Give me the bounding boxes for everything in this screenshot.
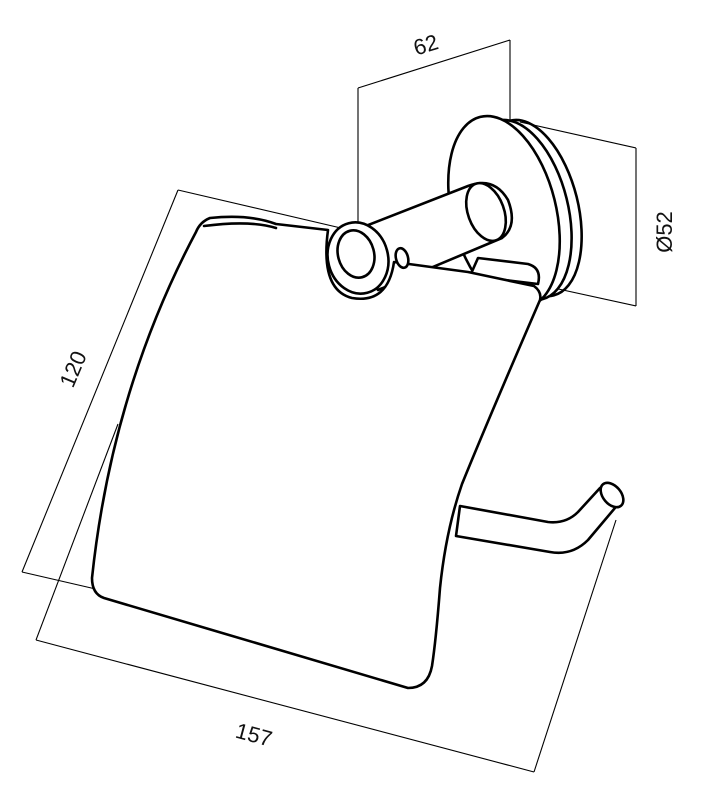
dimension-height: 120	[21, 189, 359, 591]
cover-flap	[90, 215, 542, 690]
width-label: 157	[233, 718, 275, 752]
paper-arm-end-cap	[599, 481, 625, 509]
width-extension-line-right	[533, 519, 617, 773]
arm-knuckle	[326, 221, 390, 295]
depth-label: 62	[410, 29, 441, 60]
depth-dimension-line	[357, 39, 511, 89]
height-extension-line-bottom	[21, 571, 101, 591]
height-dimension-line	[21, 189, 179, 573]
rosette-diameter-label: Ø52	[652, 211, 677, 253]
height-label: 120	[54, 347, 91, 391]
width-dimension-line	[35, 639, 535, 773]
cover-top-edge	[202, 222, 278, 230]
height-extension-line-top	[177, 189, 359, 233]
paper-arm	[454, 481, 625, 555]
rosette-extension-line-top	[519, 121, 637, 149]
dimension-rosette-diameter: Ø52	[519, 121, 677, 307]
width-extension-line-left	[35, 423, 119, 641]
paper-arm-body	[454, 486, 622, 555]
knuckle-inner	[336, 229, 376, 279]
cover-rivet	[394, 246, 410, 270]
arm-tube-end	[464, 181, 508, 243]
